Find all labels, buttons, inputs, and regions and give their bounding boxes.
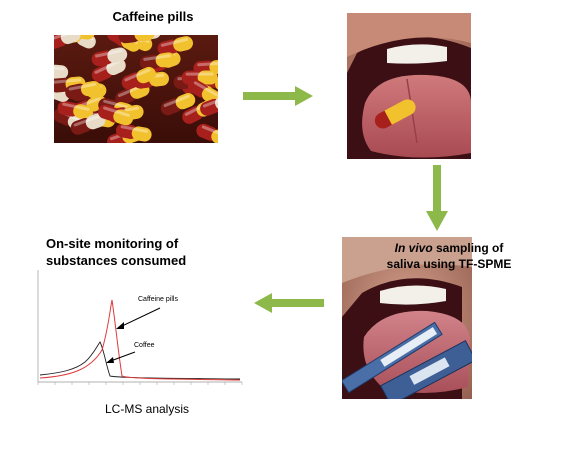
sampling-of-text: sampling of	[432, 241, 504, 255]
coffee-trace	[39, 341, 241, 380]
in-vivo-sampling-label: In vivo sampling of saliva using TF-SPME	[374, 240, 524, 272]
chart-title-line2: substances consumed	[46, 253, 187, 268]
mouth-with-pill-image	[347, 13, 471, 159]
arrow-down-icon	[426, 165, 448, 236]
mouth-with-tf-spme-image	[342, 237, 472, 399]
caffeine-pills-trace	[39, 299, 241, 381]
caffeine-pills-image	[54, 35, 218, 143]
arrow-left-icon	[254, 293, 324, 318]
lc-ms-caption: LC-MS analysis	[104, 402, 190, 416]
chromatogram-chart: On-site monitoring of substances consume…	[20, 230, 248, 400]
in-vivo-italic: In vivo	[394, 241, 433, 255]
caffeine-pills-annotation: Caffeine pills	[138, 296, 178, 303]
saliva-tf-spme-text: saliva using TF-SPME	[386, 257, 512, 271]
chart-title-line1: On-site monitoring of	[46, 236, 179, 251]
caffeine-pills-title: Caffeine pills	[112, 9, 194, 24]
coffee-annotation: Coffee	[134, 342, 155, 349]
arrow-right-icon	[243, 86, 313, 111]
